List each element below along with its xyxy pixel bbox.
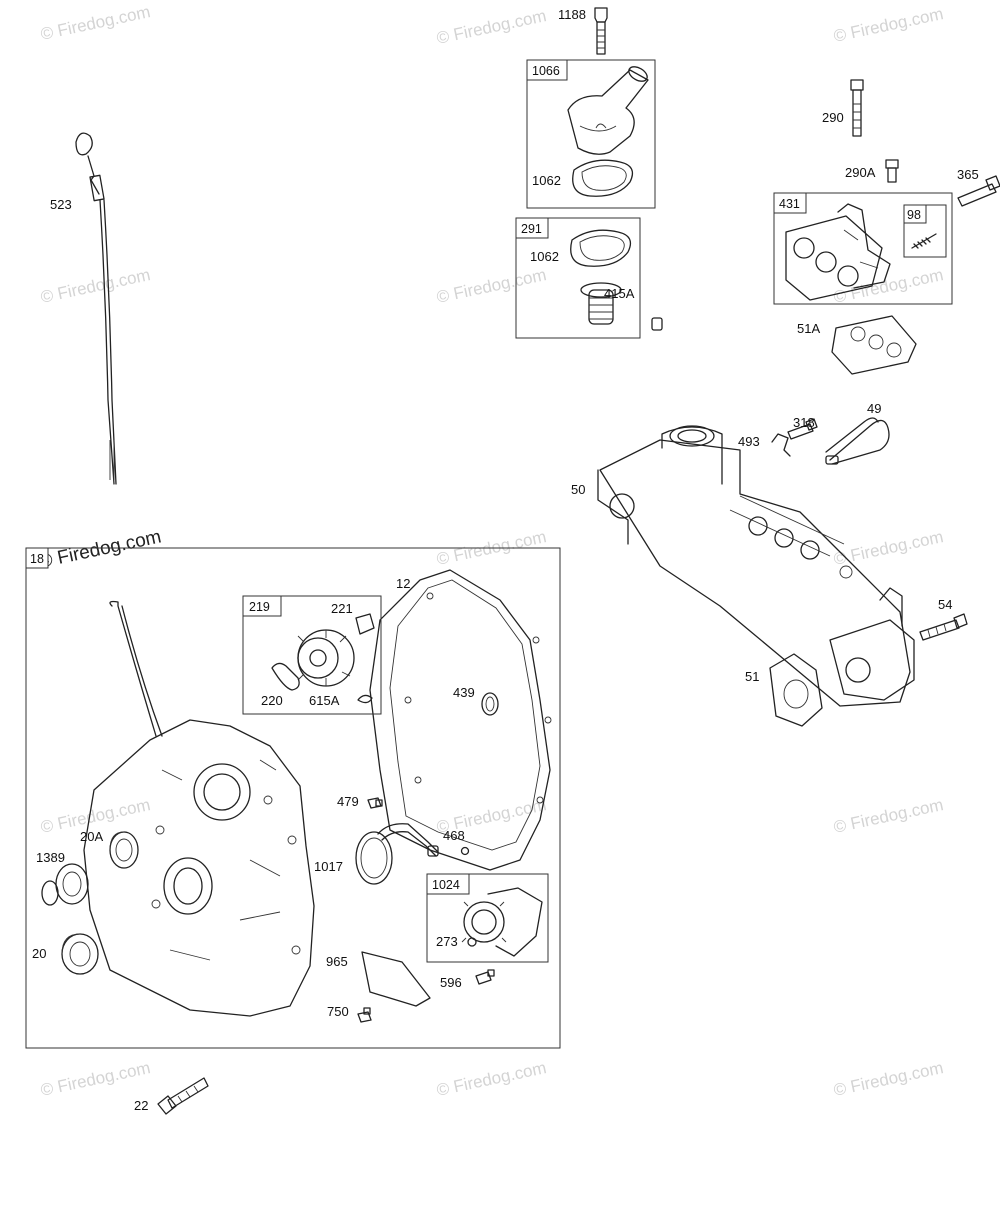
bolt-365 <box>957 175 1000 207</box>
bolt-318 <box>787 418 818 440</box>
callout-1017: 1017 <box>314 859 343 874</box>
watermark-prominent: © Firedog.com <box>37 526 164 573</box>
seal-20A <box>109 831 139 869</box>
callout-1024: 1024 <box>432 878 460 892</box>
callout-479: 479 <box>337 794 359 809</box>
bushing-221 <box>355 613 375 635</box>
clip-493 <box>771 433 791 457</box>
callout-750: 750 <box>327 1004 349 1019</box>
watermark: © Firedog.com <box>435 265 548 307</box>
watermark: © Firedog.com <box>435 1058 548 1100</box>
callout-1389: 1389 <box>36 850 65 865</box>
bolt-750 <box>357 1007 372 1023</box>
watermark: © Firedog.com <box>435 6 548 48</box>
callout-1062-a: 1062 <box>532 173 561 188</box>
callout-318: 318 <box>793 415 815 430</box>
bolt-479 <box>367 797 383 809</box>
callout-51A: 51A <box>797 321 820 336</box>
gasket-12 <box>369 569 552 871</box>
group-box-1066 <box>526 59 656 209</box>
callout-415A: 415A <box>604 286 635 301</box>
callout-273: 273 <box>436 934 458 949</box>
dipstick-523 <box>75 132 117 485</box>
ubolt-49 <box>825 417 890 465</box>
callout-221: 221 <box>331 601 353 616</box>
bolt-290 <box>850 79 864 137</box>
oring-439 <box>481 692 499 716</box>
plug-415A <box>651 317 663 331</box>
cover-965 <box>361 951 431 1007</box>
callout-523: 523 <box>50 197 72 212</box>
callout-290A: 290A <box>845 165 876 180</box>
callout-98: 98 <box>907 208 921 222</box>
callout-12: 12 <box>396 576 410 591</box>
group-box-219 <box>242 595 382 715</box>
group-box-18 <box>25 547 561 1049</box>
watermarks: © Firedog.com © Firedog.com © Firedog.co… <box>37 2 945 1100</box>
callout-219: 219 <box>249 600 270 614</box>
callout-1066: 1066 <box>532 64 560 78</box>
bolt-22 <box>157 1077 209 1115</box>
callout-220: 220 <box>261 693 283 708</box>
callout-20: 20 <box>32 946 46 961</box>
lever-220 <box>271 662 300 691</box>
callout-54: 54 <box>938 597 952 612</box>
callout-468: 468 <box>443 828 465 843</box>
group-box-291 <box>515 217 641 339</box>
spring-98 <box>911 233 937 249</box>
callout-51: 51 <box>745 669 759 684</box>
gasket-1062-b <box>570 229 632 267</box>
callout-439: 439 <box>453 685 475 700</box>
gasket-51 <box>769 653 823 727</box>
intake-manifold-50 <box>597 425 915 707</box>
seal-20 <box>61 933 99 975</box>
callout-20A: 20A <box>80 829 103 844</box>
thermostat <box>580 282 622 325</box>
callout-965: 965 <box>326 954 348 969</box>
callout-50: 50 <box>571 482 585 497</box>
watermark: © Firedog.com <box>832 4 945 46</box>
callout-290: 290 <box>822 110 844 125</box>
bolt-54 <box>919 613 968 641</box>
bolt-1188 <box>594 7 608 55</box>
oil-pump-1024 <box>461 887 543 957</box>
clip-615A <box>357 694 373 704</box>
callout-431: 431 <box>779 197 800 211</box>
callout-596: 596 <box>440 975 462 990</box>
crankcase-cover <box>83 600 315 1017</box>
watermark: © Firedog.com <box>832 527 945 569</box>
watermark: © Firedog.com <box>39 2 152 44</box>
oring-468 <box>460 846 470 856</box>
oil-pickup-1017 <box>355 823 439 885</box>
callout-49: 49 <box>867 401 881 416</box>
callout-1062-b: 1062 <box>530 249 559 264</box>
oring-273 <box>467 937 477 947</box>
watermark: © Firedog.com <box>39 1058 152 1100</box>
gear-219 <box>297 629 355 687</box>
watermark: © Firedog.com <box>39 265 152 307</box>
callout-615A: 615A <box>309 693 340 708</box>
callout-291: 291 <box>521 222 542 236</box>
callout-493: 493 <box>738 434 760 449</box>
callout-1188: 1188 <box>558 7 586 22</box>
bolt-596 <box>475 969 495 985</box>
gasket-51A <box>831 315 917 375</box>
water-outlet-housing <box>567 66 649 155</box>
callout-18: 18 <box>30 552 44 566</box>
watermark: © Firedog.com <box>832 1058 945 1100</box>
gasket-1062 <box>572 159 634 197</box>
intake-adapter <box>785 203 891 301</box>
seal-1389 <box>41 863 89 906</box>
group-box-431 <box>773 192 953 305</box>
callout-365: 365 <box>957 167 979 182</box>
callout-22: 22 <box>134 1098 148 1113</box>
watermark: © Firedog.com <box>832 795 945 837</box>
group-box-1024 <box>426 873 549 963</box>
bolt-290A <box>885 159 899 183</box>
